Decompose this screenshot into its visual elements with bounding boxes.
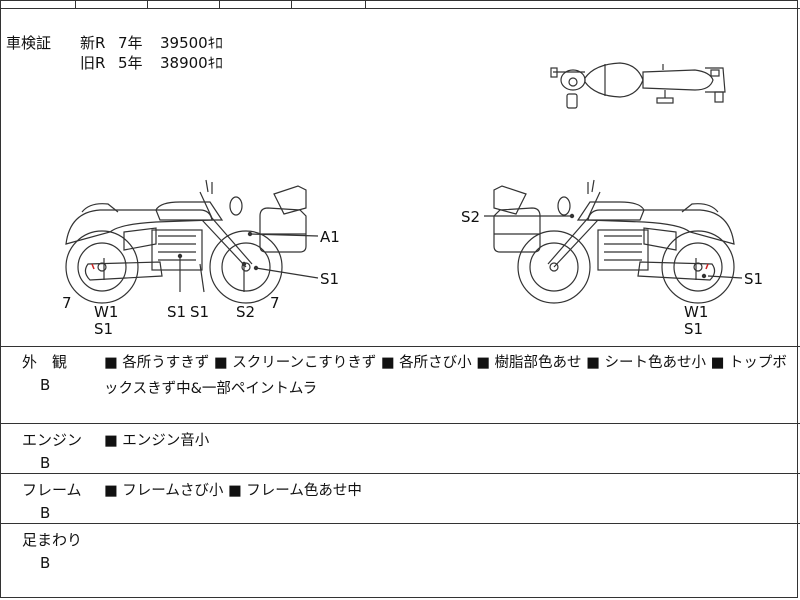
top-table-edge — [0, 0, 800, 9]
section-suspension: 足まわり B — [0, 524, 800, 600]
label-s1-exhaust: S1 — [190, 303, 210, 321]
section-grade: B — [40, 504, 51, 522]
label-s2-front: S2 — [236, 303, 256, 321]
motorcycle-left-side-icon — [65, 179, 319, 304]
label-seven-front: 7 — [270, 294, 280, 312]
label-s1-engine: S1 — [167, 303, 187, 321]
section-notes: ■ 各所うすきず ■ スクリーンこすりきず ■ 各所さび小 ■ 樹脂部色あせ ■… — [104, 355, 787, 397]
inspection-label: 車検証 — [6, 34, 52, 52]
section-category: 外 観 — [22, 353, 68, 371]
inspection-old-price: 38900ｷﾛ — [160, 54, 223, 72]
inspection-new-years: 7年 — [118, 34, 143, 52]
section-grade: B — [40, 554, 51, 572]
section-notes: ■ フレームさび小 ■ フレーム色あせ中 — [104, 483, 362, 499]
section-frame: フレーム B ■ フレームさび小 ■ フレーム色あせ中 — [0, 474, 800, 524]
section-category: フレーム — [22, 481, 82, 499]
label-a1: A1 — [320, 228, 340, 246]
motorcycle-right-side-icon — [484, 179, 743, 304]
label-s1-right-rear: S1 — [744, 270, 764, 288]
section-notes: ■ エンジン音小 — [104, 433, 210, 449]
section-engine: エンジン B ■ エンジン音小 — [0, 424, 800, 474]
label-s1-front: S1 — [320, 270, 340, 288]
inspection-old-years: 5年 — [118, 54, 143, 72]
label-seven-rear: 7 — [62, 294, 72, 312]
label-s1-rear: S1 — [94, 320, 114, 338]
inspection-old-name: 旧R — [80, 54, 106, 72]
section-grade: B — [40, 376, 51, 394]
section-exterior: 外 観 B ■ 各所うすきず ■ スクリーンこすりきず ■ 各所さび小 ■ 樹脂… — [0, 346, 800, 424]
section-category: エンジン — [22, 431, 83, 449]
diagram-area — [0, 9, 800, 347]
inspection-new-price: 39500ｷﾛ — [160, 34, 223, 52]
label-s2-right: S2 — [461, 208, 481, 226]
label-s1-right-under: S1 — [684, 320, 704, 338]
section-grade: B — [40, 454, 51, 472]
label-w1-right: W1 — [684, 303, 709, 321]
inspection-new-name: 新R — [80, 34, 106, 52]
label-w1-rear: W1 — [94, 303, 119, 321]
motorcycle-top-view-icon — [550, 62, 726, 109]
section-category: 足まわり — [22, 531, 83, 549]
